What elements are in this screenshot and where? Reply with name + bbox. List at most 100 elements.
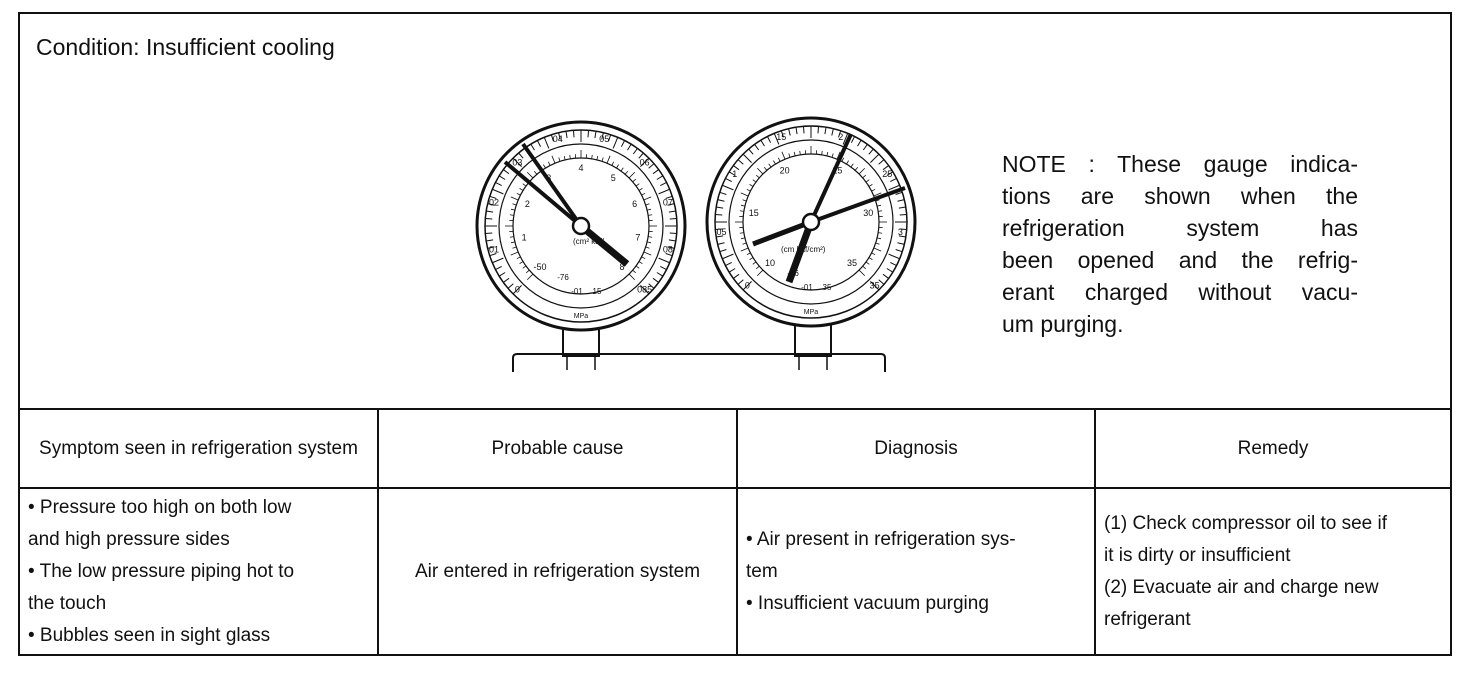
gauge-tick (898, 235, 906, 238)
gauge-tick (656, 272, 664, 277)
gauge-tick (868, 148, 874, 155)
gauge-tick (487, 203, 495, 206)
gauge-tick (865, 261, 870, 265)
gauge-tick (773, 160, 776, 165)
gauge-tick (643, 196, 652, 201)
gauge-tick (895, 249, 903, 253)
gauge-tick (611, 161, 615, 166)
gauge-dial-label: 0 (515, 285, 520, 295)
gauge-tick (572, 130, 575, 138)
gauge-tick (888, 253, 900, 260)
gauge-tick (645, 246, 650, 249)
gauge-tick (870, 281, 880, 291)
gauge-tick (875, 242, 880, 245)
manifold-block (512, 353, 886, 372)
gauge-tick (740, 247, 749, 252)
gauge-dial-label: 1 (732, 169, 737, 179)
gauge-tick (510, 241, 515, 244)
gauge-tick (716, 235, 724, 238)
gauge-tick (740, 204, 745, 207)
gauge-tick (569, 154, 571, 159)
gauge-dial-label: 35 (870, 281, 880, 291)
gauge-tick (873, 192, 882, 197)
low-gauge-hub (571, 216, 591, 236)
gauge-tick (752, 261, 757, 265)
gauge-tick (875, 199, 880, 202)
gauge-dial-label: 3 (898, 227, 903, 237)
high-gauge-needle-a (809, 133, 853, 223)
gauge-tick (733, 165, 740, 171)
gauge-dial-label: 03 (512, 157, 522, 167)
gauge-dial-label: 06 (640, 157, 650, 167)
remedy-line: (1) Check compressor oil to see if (1104, 512, 1387, 534)
gauge-tick (717, 242, 725, 245)
gauge-tick (620, 140, 626, 147)
gauge-tick (899, 228, 907, 231)
gauge-dial-label: 2 (525, 199, 530, 209)
gauge-dial-label: 10 (765, 258, 775, 268)
diagnosis-table: Symptom seen in refrigeration system Pro… (20, 410, 1450, 654)
header-symptom: Symptom seen in refrigeration system (20, 410, 379, 489)
gauge-tick (522, 183, 527, 187)
gauge-dial-label: 20 (780, 165, 790, 175)
gauge-tick (648, 283, 655, 289)
note-text: NOTE : These gauge indica- tions are sho… (1002, 148, 1358, 340)
gauge-tick (719, 191, 727, 195)
gauge-tick (509, 214, 514, 216)
note-line: tions are shown when the (1002, 183, 1358, 209)
low-gauge-unit-inner: (cm² kaf/ (573, 237, 605, 246)
gauge-tick (877, 237, 882, 240)
gauge-tick (616, 164, 619, 169)
gauge-tick (624, 170, 629, 175)
gauge-tick (728, 268, 736, 273)
gauge-tick (898, 206, 906, 209)
gauge-dial-label: 1 (522, 232, 527, 242)
header-remedy: Remedy (1095, 410, 1450, 489)
gauge-tick (665, 253, 673, 257)
gauge-tick (868, 184, 873, 187)
gauge-tick (486, 239, 494, 242)
gauge-tick (641, 256, 646, 260)
gauge-tick (558, 132, 561, 140)
gauge-tick (899, 213, 907, 216)
gauge-tick (635, 183, 640, 187)
gauge-tick (756, 167, 764, 175)
gauge-dial-label: 04 (553, 134, 563, 144)
gauge-tick (802, 126, 805, 134)
gauge-tick (645, 203, 650, 206)
gauge-dial-label: 8 (620, 262, 625, 272)
gauge-tick (788, 153, 791, 158)
gauge-tick (773, 133, 780, 145)
gauge-tick (882, 165, 889, 171)
gauge-tick (660, 265, 667, 271)
gauge-tick (522, 265, 527, 269)
gauge-tick (486, 210, 494, 213)
gauge-tick (886, 171, 894, 176)
gauge-tick (826, 151, 829, 156)
gauge-tick (870, 153, 880, 163)
gauge-tick (489, 253, 497, 257)
gauge-tick (868, 257, 873, 260)
manifold-gauges-illustration: 00102030405060708085-5012345678-76-0115 … (475, 116, 917, 372)
gauge-tick (640, 285, 650, 295)
gauge-tick (878, 210, 883, 212)
gauge-tick (543, 137, 550, 149)
gauge-tick (858, 269, 866, 277)
gauge-tick (620, 167, 624, 172)
gauge-dial-label: 7 (635, 232, 640, 242)
gauge-tick (737, 279, 744, 285)
gauge-tick (842, 133, 849, 145)
gauge-tick (763, 166, 768, 171)
gauge-tick (719, 249, 727, 253)
gauge-tick (740, 192, 749, 197)
gauge-dial-label: 085 (637, 285, 652, 295)
symptom-line: • Pressure too high on both low (28, 496, 292, 518)
gauge-tick (608, 134, 612, 142)
gauge-tick (742, 153, 752, 163)
gauge-dial-label: 2 (838, 132, 843, 142)
gauge-tick (510, 196, 519, 201)
gauge-tick (878, 279, 885, 285)
gauge-tick (878, 159, 885, 165)
